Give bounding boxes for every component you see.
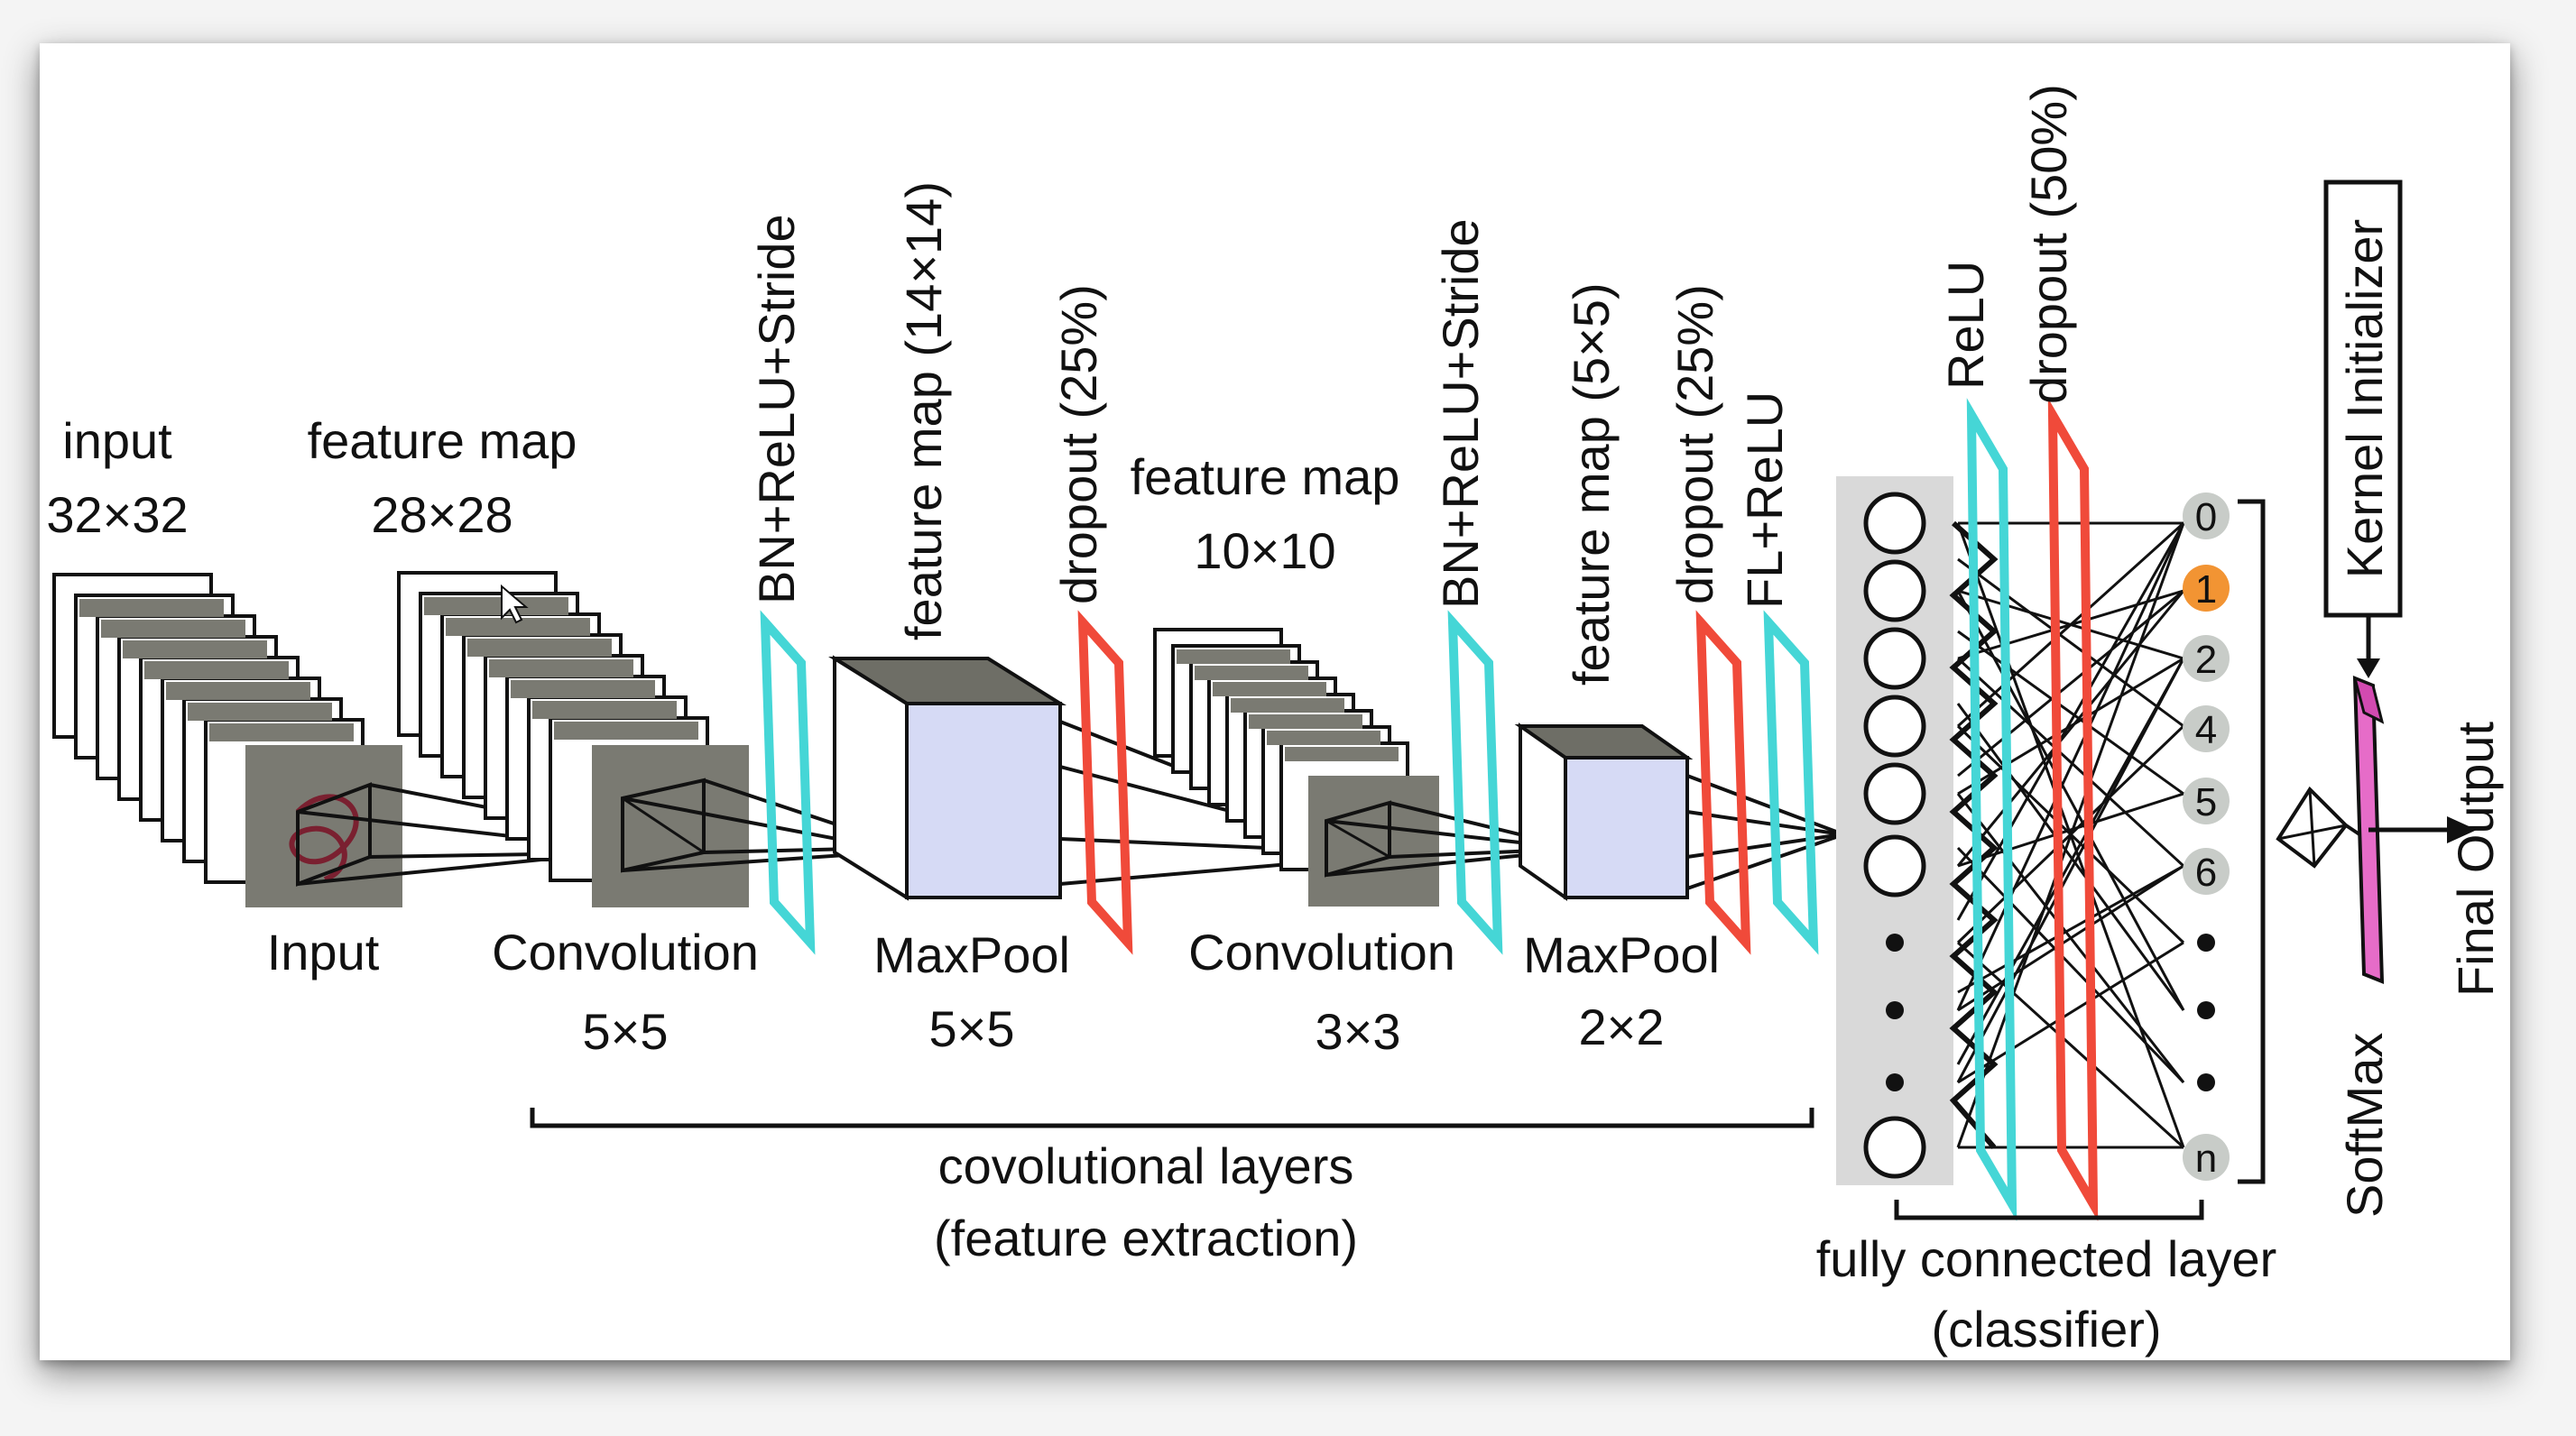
ellipsis-dot [2197,1001,2215,1019]
softmax-label: SoftMax [2336,1033,2393,1218]
output-node-circle [2183,635,2230,682]
output-node-circle [2183,1134,2230,1181]
output-node-label: 4 [2195,708,2217,752]
output-node-circle [2183,848,2230,895]
feature-map-3-header: feature map [1131,448,1400,505]
output-node-label: 2 [2195,638,2217,682]
kernel-initializer-box [2323,180,2403,618]
fl-relu-layer [1763,610,1819,955]
fc-layer-subtitle: (classifier) [1931,1301,2161,1358]
output-node-circle [2183,705,2230,752]
bn-relu-stride-layer-1 [760,610,816,955]
stage-conv2-label: Convolution [1188,924,1455,980]
output-node-label: 6 [2195,851,2217,895]
feature-map-2-label: feature map (14×14) [895,181,952,640]
fc-layer-title: fully connected layer [1816,1230,2277,1287]
conv-layers-title: covolutional layers [938,1137,1354,1194]
feature-map-1-size: 28×28 [371,486,512,543]
stage-maxpool1-size: 5×5 [929,1000,1015,1057]
feature-map-4-label: feature map (5×5) [1563,282,1620,686]
conv-layers-bracket [530,1108,1814,1128]
ellipsis-dot [2197,934,2215,952]
input-header: input [62,412,172,469]
output-bracket [2238,499,2266,1184]
feature-map-3-size: 10×10 [1194,522,1335,579]
final-output-label: Final Output [2447,722,2504,997]
feature-map-4-cube [1514,723,1837,901]
fl-relu-label: FL+ReLU [1736,391,1793,609]
fc-dropout-label: dropout (50%) [2020,84,2077,404]
output-node-label: 5 [2195,780,2217,824]
feature-map-2-cube [828,655,1372,901]
ellipsis-dot [2197,1073,2215,1091]
bn-relu-stride-label-1: BN+ReLU+Stride [748,214,805,604]
softmax-block [2276,613,2477,984]
output-nodes: 0 1 2 4 5 6 n [2183,492,2230,1181]
output-node-circle [2183,565,2230,612]
output-node-circle [2183,492,2230,539]
input-stack [52,573,651,907]
conv-layers-subtitle: (feature extraction) [934,1210,1358,1266]
output-node-label: 0 [2195,495,2217,539]
fc-relu-label: ReLU [1937,261,1994,390]
fc-dropout-layer [2047,398,2099,1221]
stage-maxpool2-size: 2×2 [1579,999,1665,1055]
feature-map-1-header: feature map [308,412,577,469]
stage-maxpool2-label: MaxPool [1523,926,1720,983]
output-node-label: 1 [2195,567,2217,612]
stage-input-label: Input [267,924,380,980]
feature-map-3-stack [1153,628,1557,907]
bn-relu-stride-layer-2 [1447,610,1503,955]
dropout-label-1: dropout (25%) [1050,284,1107,604]
stage-conv1-size: 5×5 [583,1003,669,1060]
fc-layer-bracket [1894,1200,2204,1220]
stage-conv1-label: Convolution [492,924,759,980]
bn-relu-stride-label-2: BN+ReLU+Stride [1432,218,1489,609]
input-size: 32×32 [46,486,188,543]
mouse-cursor-icon [501,584,529,624]
dropout-layer-2 [1695,610,1751,955]
dropout-label-2: dropout (25%) [1667,284,1723,604]
output-node-circle [2183,778,2230,824]
stage-conv2-size: 3×3 [1316,1003,1401,1060]
kernel-initializer-label: Kernel Initializer [2336,219,2393,578]
feature-map-1-stack [397,571,894,907]
fc-input-column [1836,476,1953,1185]
dropout-layer-1 [1077,610,1133,955]
output-node-label: n [2195,1137,2217,1181]
stage-maxpool1-label: MaxPool [873,926,1070,983]
fc-connections [1949,520,2185,1149]
fc-relu-layer [1966,398,2017,1221]
